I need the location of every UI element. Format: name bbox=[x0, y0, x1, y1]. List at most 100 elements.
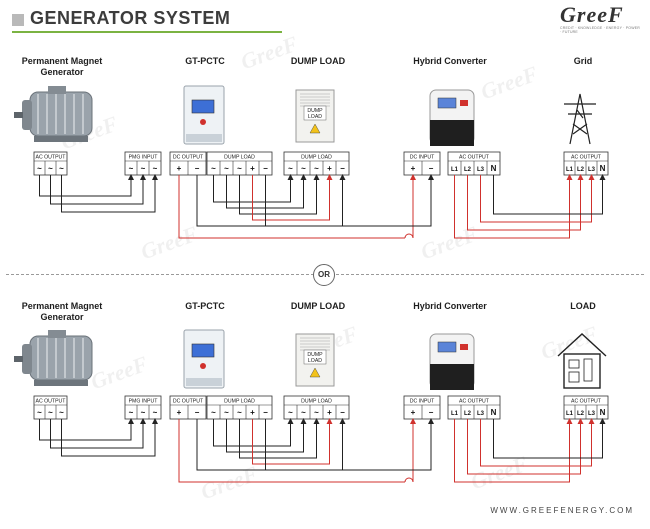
converter-ac-output-block-terminal: L3 bbox=[477, 411, 485, 417]
destination-ac-block-terminal: L3 bbox=[588, 411, 596, 417]
house-load-icon bbox=[557, 333, 607, 389]
controller-pmg-input-block-title: PMG INPUT bbox=[129, 399, 159, 405]
dump-load-terminal-block: DUMP LOAD~~~+− bbox=[283, 395, 350, 420]
wire-ac-output bbox=[480, 418, 595, 467]
wire-generator-to-pmg bbox=[39, 418, 134, 441]
destination-ac-block-terminal: L2 bbox=[577, 411, 585, 417]
wire-dc-negative bbox=[196, 418, 434, 471]
wire-generator-to-pmg bbox=[50, 174, 146, 205]
converter-dc-input-block-terminal: − bbox=[429, 408, 434, 417]
wire-ac-output bbox=[454, 418, 573, 483]
destination-ac-block-terminal: L1 bbox=[566, 411, 574, 417]
wire-ac-output bbox=[480, 174, 595, 223]
destination-ac-block-terminal: L3 bbox=[588, 167, 596, 173]
controller-dc-output-block-title: DC OUTPUT bbox=[173, 399, 204, 405]
or-badge: OR bbox=[313, 264, 335, 286]
dump-load-terminal-block-terminal: ~ bbox=[288, 164, 293, 173]
converter-dc-input-block-title: DC INPUT bbox=[410, 155, 435, 161]
controller-pmg-input-block-terminal: ~ bbox=[153, 164, 158, 173]
controller-dump-load-block-terminal: + bbox=[250, 408, 255, 417]
fridge-icon bbox=[583, 358, 593, 382]
dump-load-box-text: LOAD bbox=[308, 358, 322, 364]
wire-ac-output bbox=[493, 418, 606, 459]
converter-dc-input-block-terminal: + bbox=[411, 408, 416, 417]
converter-ac-output-block-terminal: L2 bbox=[464, 167, 472, 173]
controller-pmg-input-block-terminal: ~ bbox=[153, 408, 158, 417]
generator-ac-output-block-terminal: ~ bbox=[48, 164, 53, 173]
website-footer: WWW.GREEFENERGY.COM bbox=[490, 506, 634, 515]
converter-icon bbox=[429, 89, 475, 146]
upper-converter-label: Hybrid Converter bbox=[413, 56, 487, 66]
controller-pmg-input-block-title: PMG INPUT bbox=[129, 155, 159, 161]
generator-ac-output-block-title: AC OUTPUT bbox=[36, 399, 67, 405]
controller-dump-load-block: DUMP LOAD~~~+− bbox=[206, 151, 273, 176]
wire-ac-output bbox=[454, 174, 573, 239]
logo-tagline: CREDIT · KNOWLEDGE · ENERGY · POWER · FU… bbox=[560, 26, 640, 34]
destination-ac-block-title: AC OUTPUT bbox=[571, 399, 602, 405]
converter-ac-output-block-terminal: N bbox=[491, 408, 497, 417]
controller-dump-load-block-terminal: ~ bbox=[211, 408, 216, 417]
converter-dc-input-block-terminal: + bbox=[411, 164, 416, 173]
generator-ac-output-block-terminal: ~ bbox=[37, 408, 42, 417]
controller-dc-output-block-title: DC OUTPUT bbox=[173, 155, 204, 161]
dump-load-terminal-block-terminal: ~ bbox=[301, 164, 306, 173]
header-underline bbox=[12, 31, 282, 33]
wire-generator-to-pmg bbox=[61, 174, 158, 213]
dump-load-terminal-block-terminal: − bbox=[340, 164, 345, 173]
wire-dc-positive bbox=[178, 175, 405, 239]
converter-icon bbox=[429, 333, 475, 390]
converter-ac-output-block-terminal: L2 bbox=[464, 411, 472, 417]
lower-generator-label: Permanent Magnet Generator bbox=[21, 301, 103, 322]
controller-icon bbox=[183, 329, 225, 389]
converter-dc-input-block-title: DC INPUT bbox=[410, 399, 435, 405]
wire-dc-negative bbox=[196, 174, 434, 227]
dump-load-terminal-block-terminal: + bbox=[327, 164, 332, 173]
generator-ac-output-block-terminal: ~ bbox=[48, 408, 53, 417]
wire-dump-load bbox=[252, 418, 333, 465]
generator-ac-output-block-terminal: ~ bbox=[37, 164, 42, 173]
controller-dc-output-block-terminal: + bbox=[177, 164, 182, 173]
dump-load-terminal-block: DUMP LOAD~~~+− bbox=[283, 151, 350, 176]
upper-controller-label: GT-PCTC bbox=[185, 56, 225, 66]
power-tower-icon bbox=[564, 93, 596, 145]
dump-load-terminal-block-terminal: ~ bbox=[314, 408, 319, 417]
controller-pmg-input-block: PMG INPUT~~~ bbox=[124, 395, 162, 420]
wire-dump-load bbox=[239, 174, 320, 215]
controller-dc-output-block-terminal: − bbox=[195, 164, 200, 173]
generator-ac-output-block-terminal: ~ bbox=[59, 164, 64, 173]
destination-ac-block-title: AC OUTPUT bbox=[571, 155, 602, 161]
converter-ac-output-block-title: AC OUTPUT bbox=[459, 155, 490, 161]
controller-pmg-input-block-terminal: ~ bbox=[129, 408, 134, 417]
destination-ac-block-terminal: N bbox=[600, 408, 606, 417]
wire-dump-load bbox=[252, 174, 333, 221]
generator-ac-output-block-title: AC OUTPUT bbox=[36, 155, 67, 161]
controller-dump-load-block: DUMP LOAD~~~+− bbox=[206, 395, 273, 420]
dump-load-terminal-block-terminal: + bbox=[327, 408, 332, 417]
wire-crossing bbox=[404, 233, 414, 239]
controller-dc-output-block-terminal: + bbox=[177, 408, 182, 417]
controller-dump-load-block-terminal: ~ bbox=[224, 164, 229, 173]
controller-dump-load-block-title: DUMP LOAD bbox=[224, 155, 255, 161]
wire-ac-output bbox=[493, 174, 606, 215]
brand-logo: GreeF CREDIT · KNOWLEDGE · ENERGY · POWE… bbox=[560, 2, 640, 34]
controller-dump-load-block-terminal: ~ bbox=[237, 164, 242, 173]
upper-dump-load-label: DUMP LOAD bbox=[290, 56, 346, 66]
dump-load-box-text: DUMP bbox=[307, 352, 323, 358]
converter-dc-input-block-terminal: − bbox=[429, 164, 434, 173]
dump-load-box-text: LOAD bbox=[308, 114, 322, 120]
logo-wordmark: GreeF bbox=[560, 2, 624, 27]
page-title: GENERATOR SYSTEM bbox=[30, 8, 231, 28]
converter-dc-input-block: DC INPUT + − bbox=[403, 395, 441, 420]
dump-load-terminal-block-terminal: ~ bbox=[301, 408, 306, 417]
converter-dc-input-block: DC INPUT + − bbox=[403, 151, 441, 176]
lower-converter-label: Hybrid Converter bbox=[413, 301, 487, 311]
